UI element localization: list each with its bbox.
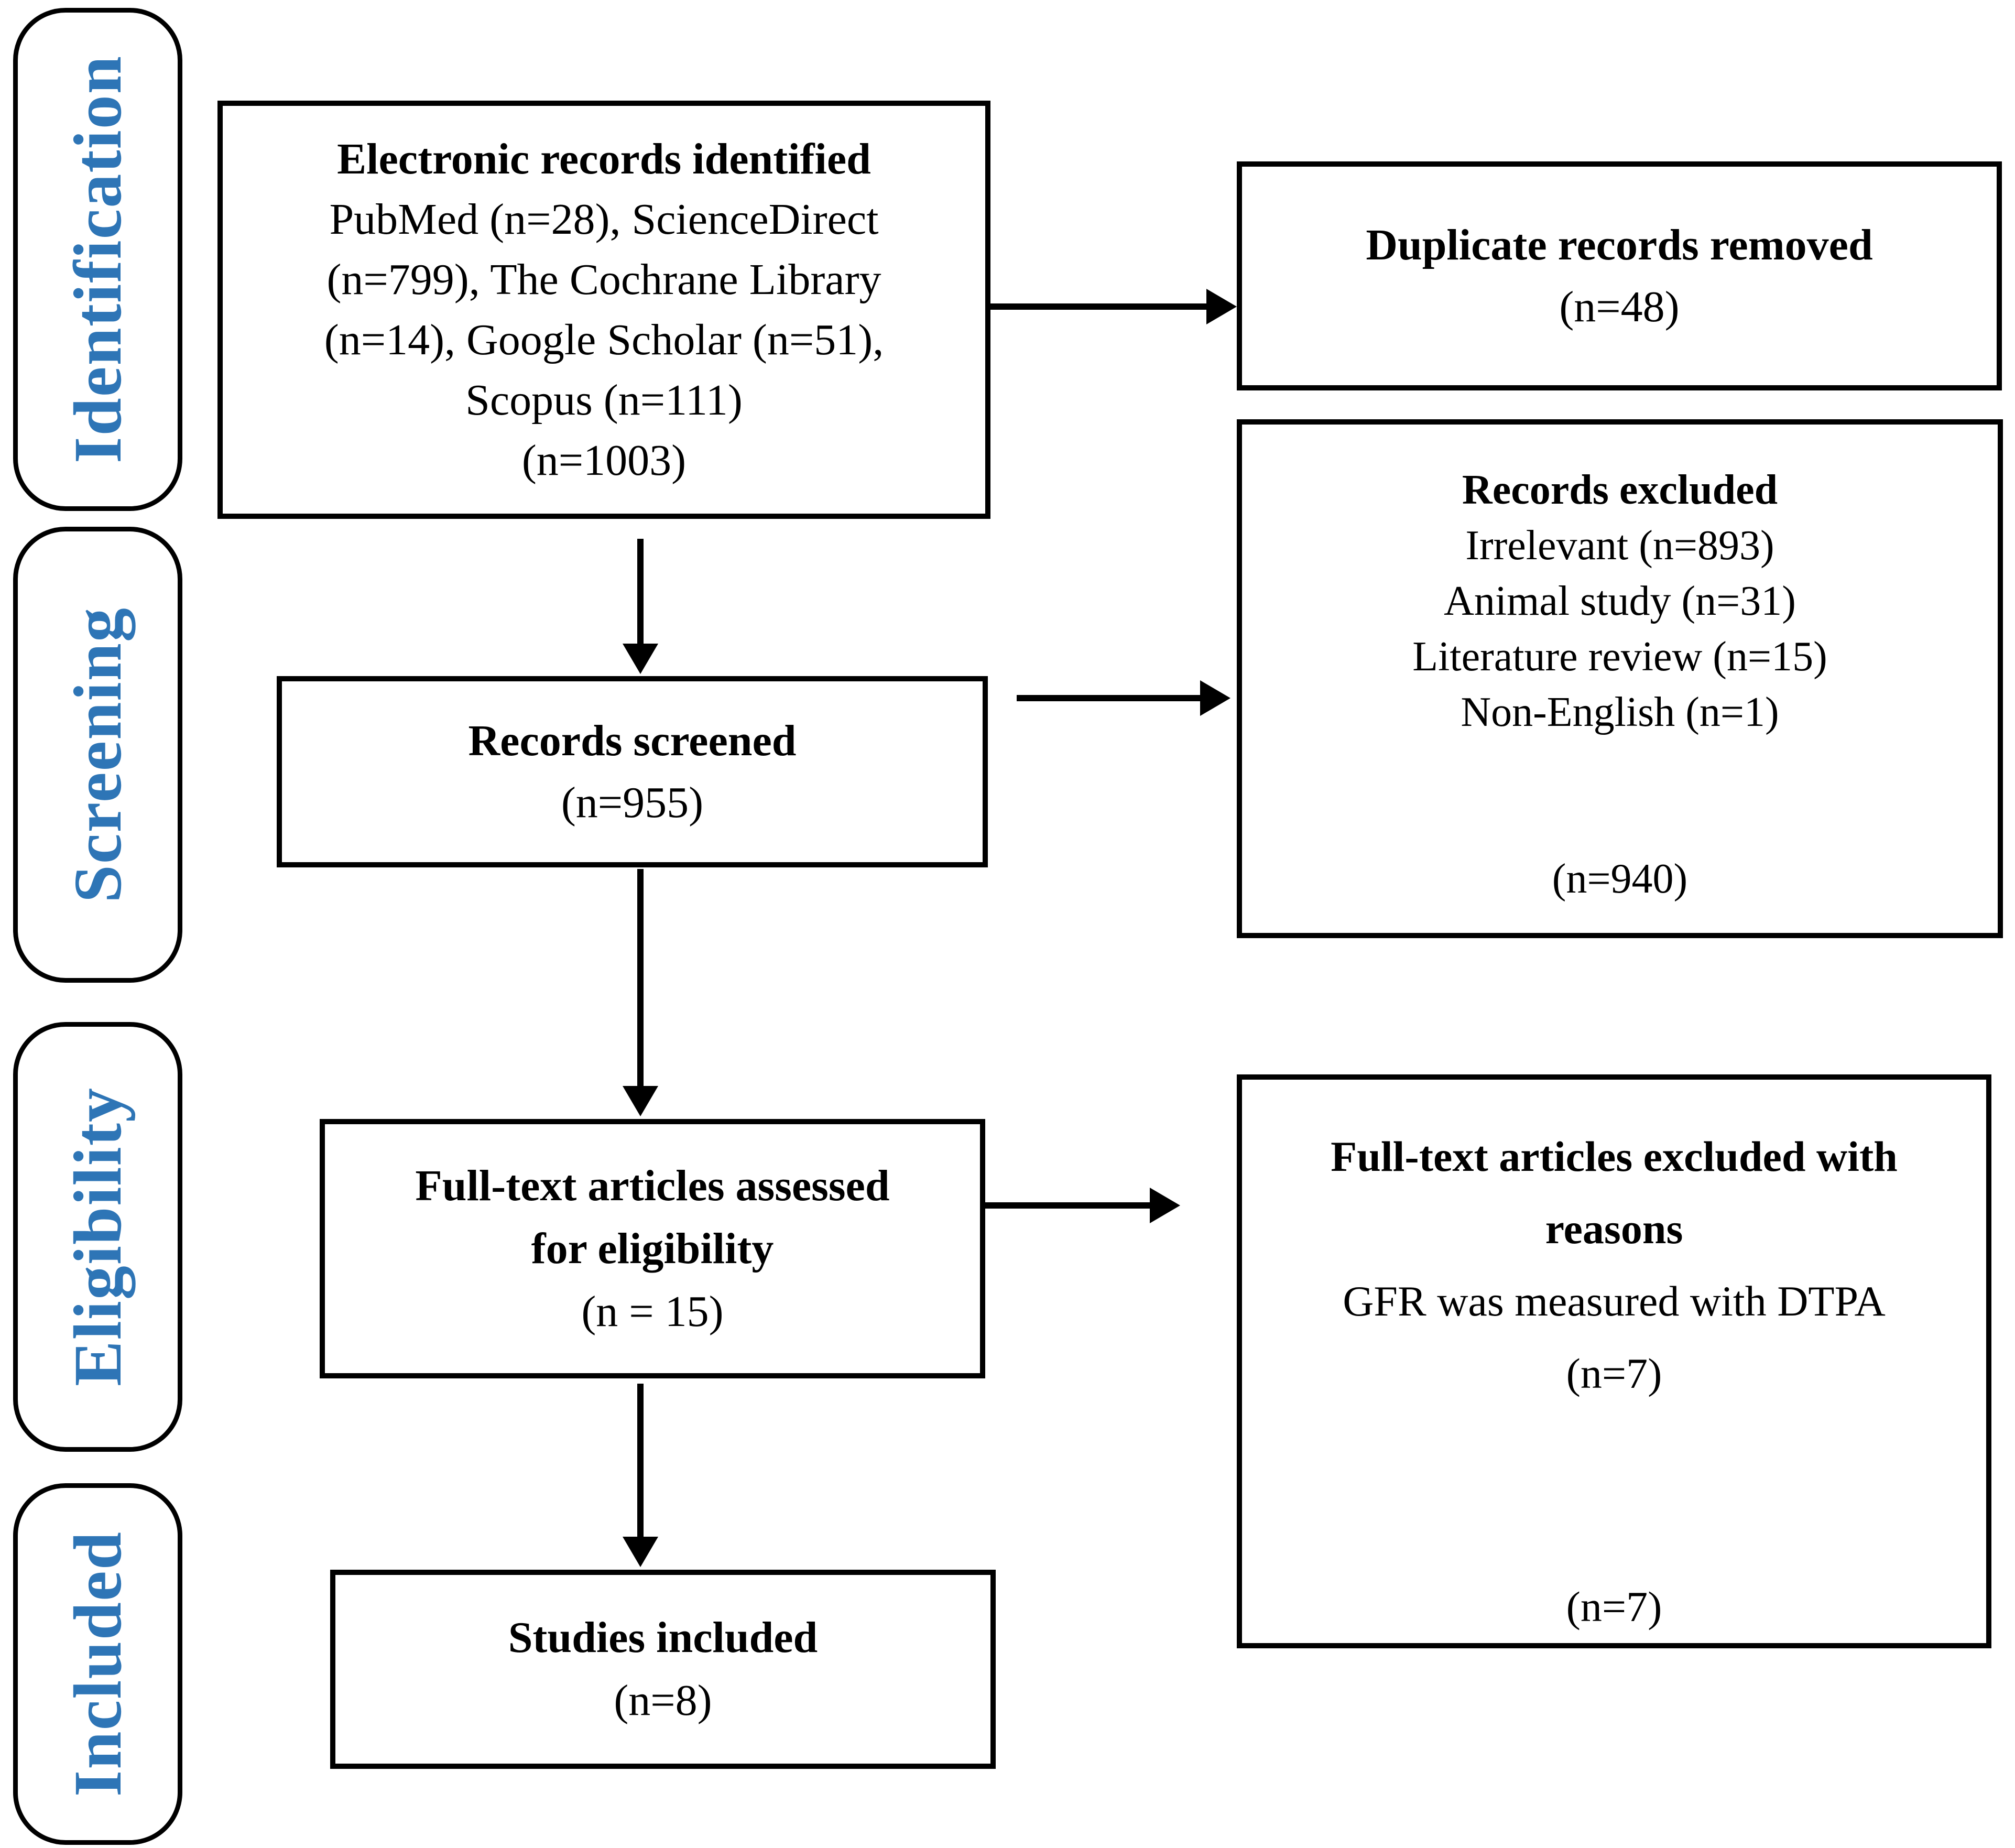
- stage-label-included: Included: [60, 1531, 136, 1797]
- stage-box-included: Included: [13, 1483, 182, 1845]
- arrow-fulltext-to-ft-excluded: [985, 1188, 1180, 1223]
- arrow-screened-to-fulltext: [623, 869, 658, 1116]
- arrow-identified-to-duplicates: [990, 289, 1237, 324]
- box-electronic-records-identified: Electronic records identified PubMed (n=…: [217, 101, 990, 519]
- total-count: (n=7): [1566, 1583, 1662, 1630]
- arrow-fulltext-to-included: [623, 1384, 658, 1567]
- source-line: (n=14), Google Scholar (n=51),: [324, 316, 884, 364]
- box-title: Full-text articles assessed: [415, 1161, 890, 1210]
- count: (n=940): [1552, 856, 1688, 902]
- box-records-screened: Records screened (n=955): [277, 676, 988, 867]
- box-records-excluded: Records excluded Irrelevant (n=893) Anim…: [1237, 419, 2003, 938]
- source-line: PubMed (n=28), ScienceDirect: [329, 195, 879, 244]
- box-title: Records screened: [468, 716, 797, 765]
- box-title-line2: reasons: [1545, 1205, 1683, 1253]
- stage-box-identification: Identification: [13, 8, 182, 511]
- total-count: (n=1003): [521, 436, 687, 485]
- arrow-shaft: [1017, 695, 1204, 701]
- arrow-shaft: [990, 303, 1211, 310]
- reason-count: (n=7): [1566, 1350, 1662, 1397]
- arrow-head-down-icon: [623, 644, 658, 674]
- box-title: Duplicate records removed: [1366, 220, 1873, 269]
- count: (n = 15): [581, 1287, 724, 1336]
- source-line: Scopus (n=111): [465, 376, 743, 425]
- arrow-head-down-icon: [623, 1537, 658, 1567]
- exclusion-reason: GFR was measured with DTPA: [1343, 1277, 1886, 1325]
- stage-label-screening: Screening: [60, 606, 136, 903]
- arrow-shaft: [637, 869, 644, 1090]
- box-studies-included: Studies included (n=8): [330, 1570, 996, 1769]
- arrow-head-right-icon: [1200, 680, 1230, 716]
- box-fulltext-excluded: Full-text articles excluded with reasons…: [1237, 1074, 1991, 1648]
- box-title: Records excluded: [1462, 467, 1778, 513]
- stage-label-eligibility: Eligibility: [60, 1087, 136, 1387]
- arrow-shaft: [985, 1202, 1154, 1209]
- stage-box-eligibility: Eligibility: [13, 1022, 182, 1452]
- source-line: (n=799), The Cochrane Library: [326, 255, 881, 304]
- arrow-head-right-icon: [1206, 289, 1237, 324]
- arrow-head-right-icon: [1150, 1188, 1180, 1223]
- box-fulltext-assessed: Full-text articles assessed for eligibil…: [320, 1119, 985, 1378]
- box-title: Electronic records identified: [337, 135, 871, 183]
- arrow-identified-to-screened: [623, 539, 658, 674]
- arrow-screened-to-excluded: [1017, 680, 1230, 716]
- arrow-shaft: [637, 1384, 644, 1541]
- count: (n=8): [614, 1676, 712, 1725]
- stage-label-identification: Identification: [60, 55, 136, 464]
- exclusion-reason: Irrelevant (n=893): [1465, 523, 1774, 569]
- box-title: Studies included: [508, 1613, 818, 1662]
- exclusion-reason: Animal study (n=31): [1444, 578, 1796, 624]
- stage-box-screening: Screening: [13, 527, 182, 983]
- count: (n=48): [1559, 282, 1680, 331]
- arrow-shaft: [637, 539, 644, 648]
- exclusion-reason: Non-English (n=1): [1461, 689, 1779, 735]
- box-title-line2: for eligibility: [531, 1224, 774, 1273]
- count: (n=955): [561, 778, 704, 827]
- exclusion-reason: Literature review (n=15): [1412, 634, 1827, 680]
- box-duplicate-records-removed: Duplicate records removed (n=48): [1237, 161, 2002, 390]
- arrow-head-down-icon: [623, 1086, 658, 1116]
- box-title: Full-text articles excluded with: [1331, 1133, 1898, 1180]
